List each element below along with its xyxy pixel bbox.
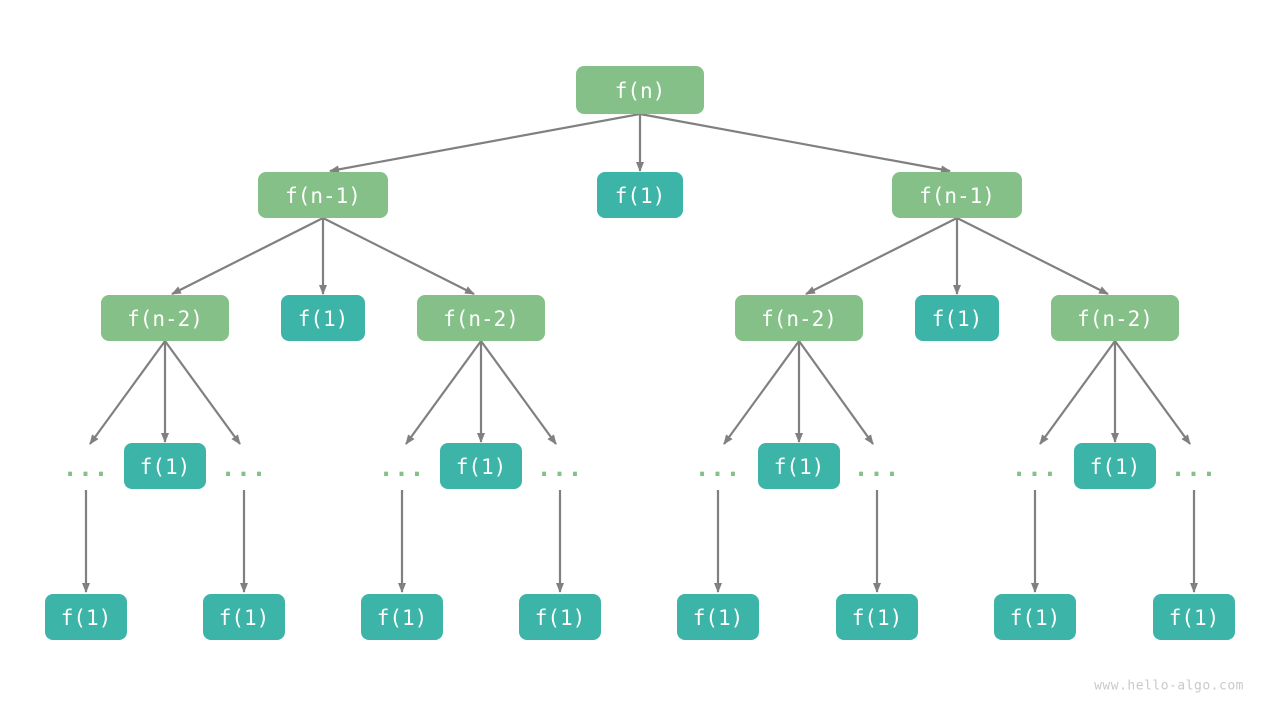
ellipsis-marker: ...: [854, 454, 900, 482]
node-box: [124, 443, 206, 489]
tree-edge: [723, 340, 800, 445]
node-label: f(1): [219, 606, 270, 630]
tree-edge: [164, 340, 241, 445]
tree-node: f(1): [440, 443, 522, 489]
node-label: f(n-2): [1077, 307, 1153, 331]
tree-node: f(1): [1074, 443, 1156, 489]
node-layer: f(n) f(n-1) f(1) f(n-1) f(n-2) f(1) f(n-2) f(n-…: [45, 66, 1235, 640]
tree-node: f(n-2): [1051, 295, 1179, 341]
tree-node: f(1): [361, 594, 443, 640]
node-box: [361, 594, 443, 640]
tree-node: f(1): [45, 594, 127, 640]
tree-edge: [798, 340, 874, 445]
tree-node: f(n-2): [417, 295, 545, 341]
node-label: f(n-2): [127, 307, 203, 331]
node-box: [915, 295, 999, 341]
tree-node: f(n): [576, 66, 704, 114]
node-label: f(1): [377, 606, 428, 630]
tree-edge: [956, 217, 1109, 295]
node-box: [203, 594, 285, 640]
tree-edge: [322, 217, 475, 295]
tree-node: f(1): [597, 172, 683, 218]
ellipsis-marker: ...: [695, 454, 741, 482]
tree-edge: [480, 340, 557, 445]
node-box: [417, 295, 545, 341]
tree-edge: [639, 112, 951, 174]
tree-node: f(1): [758, 443, 840, 489]
node-label: f(n): [615, 79, 666, 103]
node-box: [519, 594, 601, 640]
tree-edge: [805, 217, 958, 295]
tree-node: f(1): [677, 594, 759, 640]
node-box: [1074, 443, 1156, 489]
node-label: f(1): [852, 606, 903, 630]
node-box: [1051, 295, 1179, 341]
node-label: f(n-2): [443, 307, 519, 331]
node-box: [758, 443, 840, 489]
node-box: [677, 594, 759, 640]
node-label: f(1): [61, 606, 112, 630]
watermark-text: www.hello-algo.com: [1094, 679, 1244, 694]
node-box: [45, 594, 127, 640]
tree-edge: [405, 340, 482, 445]
ellipsis-marker: ...: [221, 454, 267, 482]
tree-edge: [1114, 340, 1191, 445]
tree-node: f(1): [1153, 594, 1235, 640]
ellipsis-marker: ...: [537, 454, 583, 482]
tree-node: f(n-2): [735, 295, 863, 341]
tree-node: f(n-1): [892, 172, 1022, 218]
tree-node: f(n-2): [101, 295, 229, 341]
tree-node: f(1): [519, 594, 601, 640]
node-label: f(1): [298, 307, 349, 331]
ellipsis-marker: ...: [1012, 454, 1058, 482]
tree-node: f(1): [281, 295, 365, 341]
node-box: [258, 172, 388, 218]
node-label: f(1): [615, 184, 666, 208]
node-label: f(1): [932, 307, 983, 331]
tree-edge: [89, 340, 166, 445]
node-label: f(1): [456, 455, 507, 479]
node-box: [281, 295, 365, 341]
node-label: f(1): [1169, 606, 1220, 630]
tree-edge: [329, 112, 641, 174]
tree-edge: [1039, 340, 1116, 445]
edge-layer: [82, 112, 1198, 593]
node-label: f(1): [693, 606, 744, 630]
tree-node: f(1): [124, 443, 206, 489]
node-label: f(1): [535, 606, 586, 630]
node-label: f(1): [1090, 455, 1141, 479]
ellipsis-marker: ...: [1171, 454, 1217, 482]
node-label: f(n-1): [285, 184, 361, 208]
tree-node: f(n-1): [258, 172, 388, 218]
tree-node: f(1): [203, 594, 285, 640]
node-label: f(1): [140, 455, 191, 479]
node-label: f(n-2): [761, 307, 837, 331]
node-label: f(1): [1010, 606, 1061, 630]
node-box: [735, 295, 863, 341]
tree-node: f(1): [994, 594, 1076, 640]
node-box: [440, 443, 522, 489]
node-box: [836, 594, 918, 640]
node-box: [892, 172, 1022, 218]
ellipsis-layer: ........................: [63, 454, 1217, 482]
tree-edge: [171, 217, 324, 295]
ellipsis-marker: ...: [63, 454, 109, 482]
node-box: [101, 295, 229, 341]
node-label: f(n-1): [919, 184, 995, 208]
tree-node: f(1): [836, 594, 918, 640]
node-box: [576, 66, 704, 114]
node-box: [1153, 594, 1235, 640]
ellipsis-marker: ...: [379, 454, 425, 482]
tree-node: f(1): [915, 295, 999, 341]
node-box: [597, 172, 683, 218]
node-box: [994, 594, 1076, 640]
node-label: f(1): [774, 455, 825, 479]
